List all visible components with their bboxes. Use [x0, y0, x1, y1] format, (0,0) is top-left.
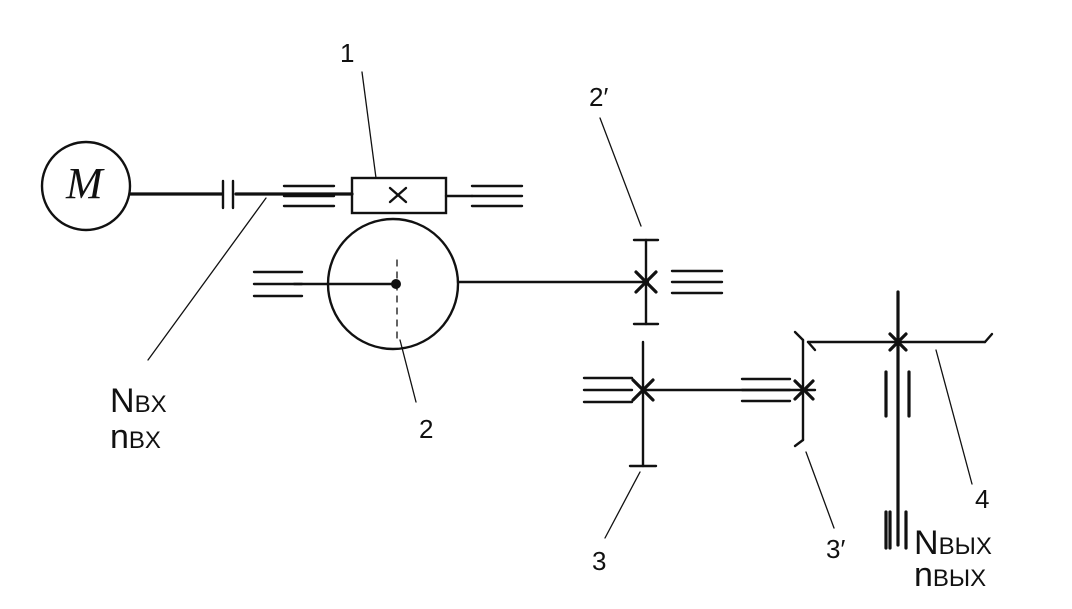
shaft-2 [292, 280, 650, 286]
label-3-prime: 3′ [826, 534, 846, 564]
label-1: 1 [340, 38, 355, 68]
input-power-label: NBX [110, 382, 167, 420]
worm [350, 176, 448, 215]
input-speed-label: nBX [110, 418, 161, 456]
output-speed-label: nBЫX [914, 556, 987, 594]
label-3: 3 [592, 546, 607, 576]
bearing-output-lower [884, 510, 908, 550]
bevel-gear-3-prime [793, 330, 815, 448]
gear-2-prime [632, 238, 660, 326]
label-2-prime: 2′ [589, 82, 609, 112]
gear-3 [628, 340, 658, 468]
output-power-label: NBЫX [914, 524, 992, 562]
bearing-shaft3-right [740, 377, 792, 403]
motor-symbol: M [66, 159, 103, 208]
bevel-gear-4 [806, 332, 994, 352]
bearing-shaft3-left [582, 376, 634, 404]
label-4: 4 [975, 484, 990, 514]
bearing-worm-left [282, 184, 336, 208]
bearing-shaft2-right [670, 269, 724, 295]
bearing-worm-right [444, 184, 524, 208]
motor [40, 140, 132, 232]
bearing-output-upper [884, 370, 911, 418]
leader-lines [147, 71, 973, 539]
label-2: 2 [419, 414, 434, 444]
bearing-shaft2-left [252, 270, 304, 298]
coupling [221, 179, 235, 210]
